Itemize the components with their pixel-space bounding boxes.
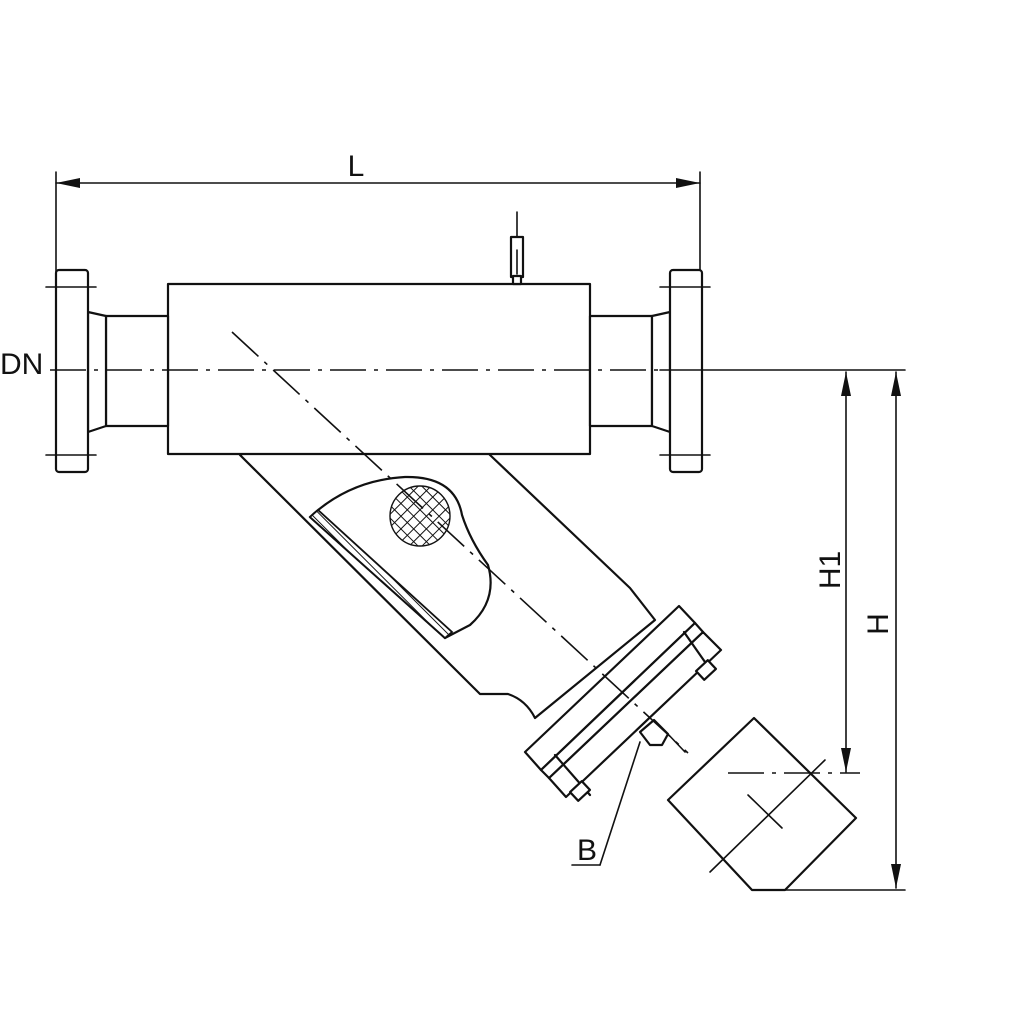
drain-leader: B — [571, 741, 641, 867]
center-lines — [50, 331, 906, 774]
mesh-screen — [389, 485, 451, 547]
length-label: L — [348, 150, 365, 183]
height-label: H — [862, 613, 895, 635]
height-dimensions: H1 H — [784, 371, 906, 891]
length-dimension: L — [55, 150, 701, 291]
nominal-diameter-label: DN — [0, 348, 43, 381]
cover-flange — [523, 604, 723, 802]
removal-clearance — [666, 716, 858, 892]
strainer-leg — [238, 420, 657, 720]
inlet-flange — [45, 268, 170, 474]
outlet-flange — [588, 268, 711, 474]
drain-label: B — [577, 834, 597, 867]
main-body — [166, 211, 592, 456]
height-1-label: H1 — [814, 551, 847, 589]
